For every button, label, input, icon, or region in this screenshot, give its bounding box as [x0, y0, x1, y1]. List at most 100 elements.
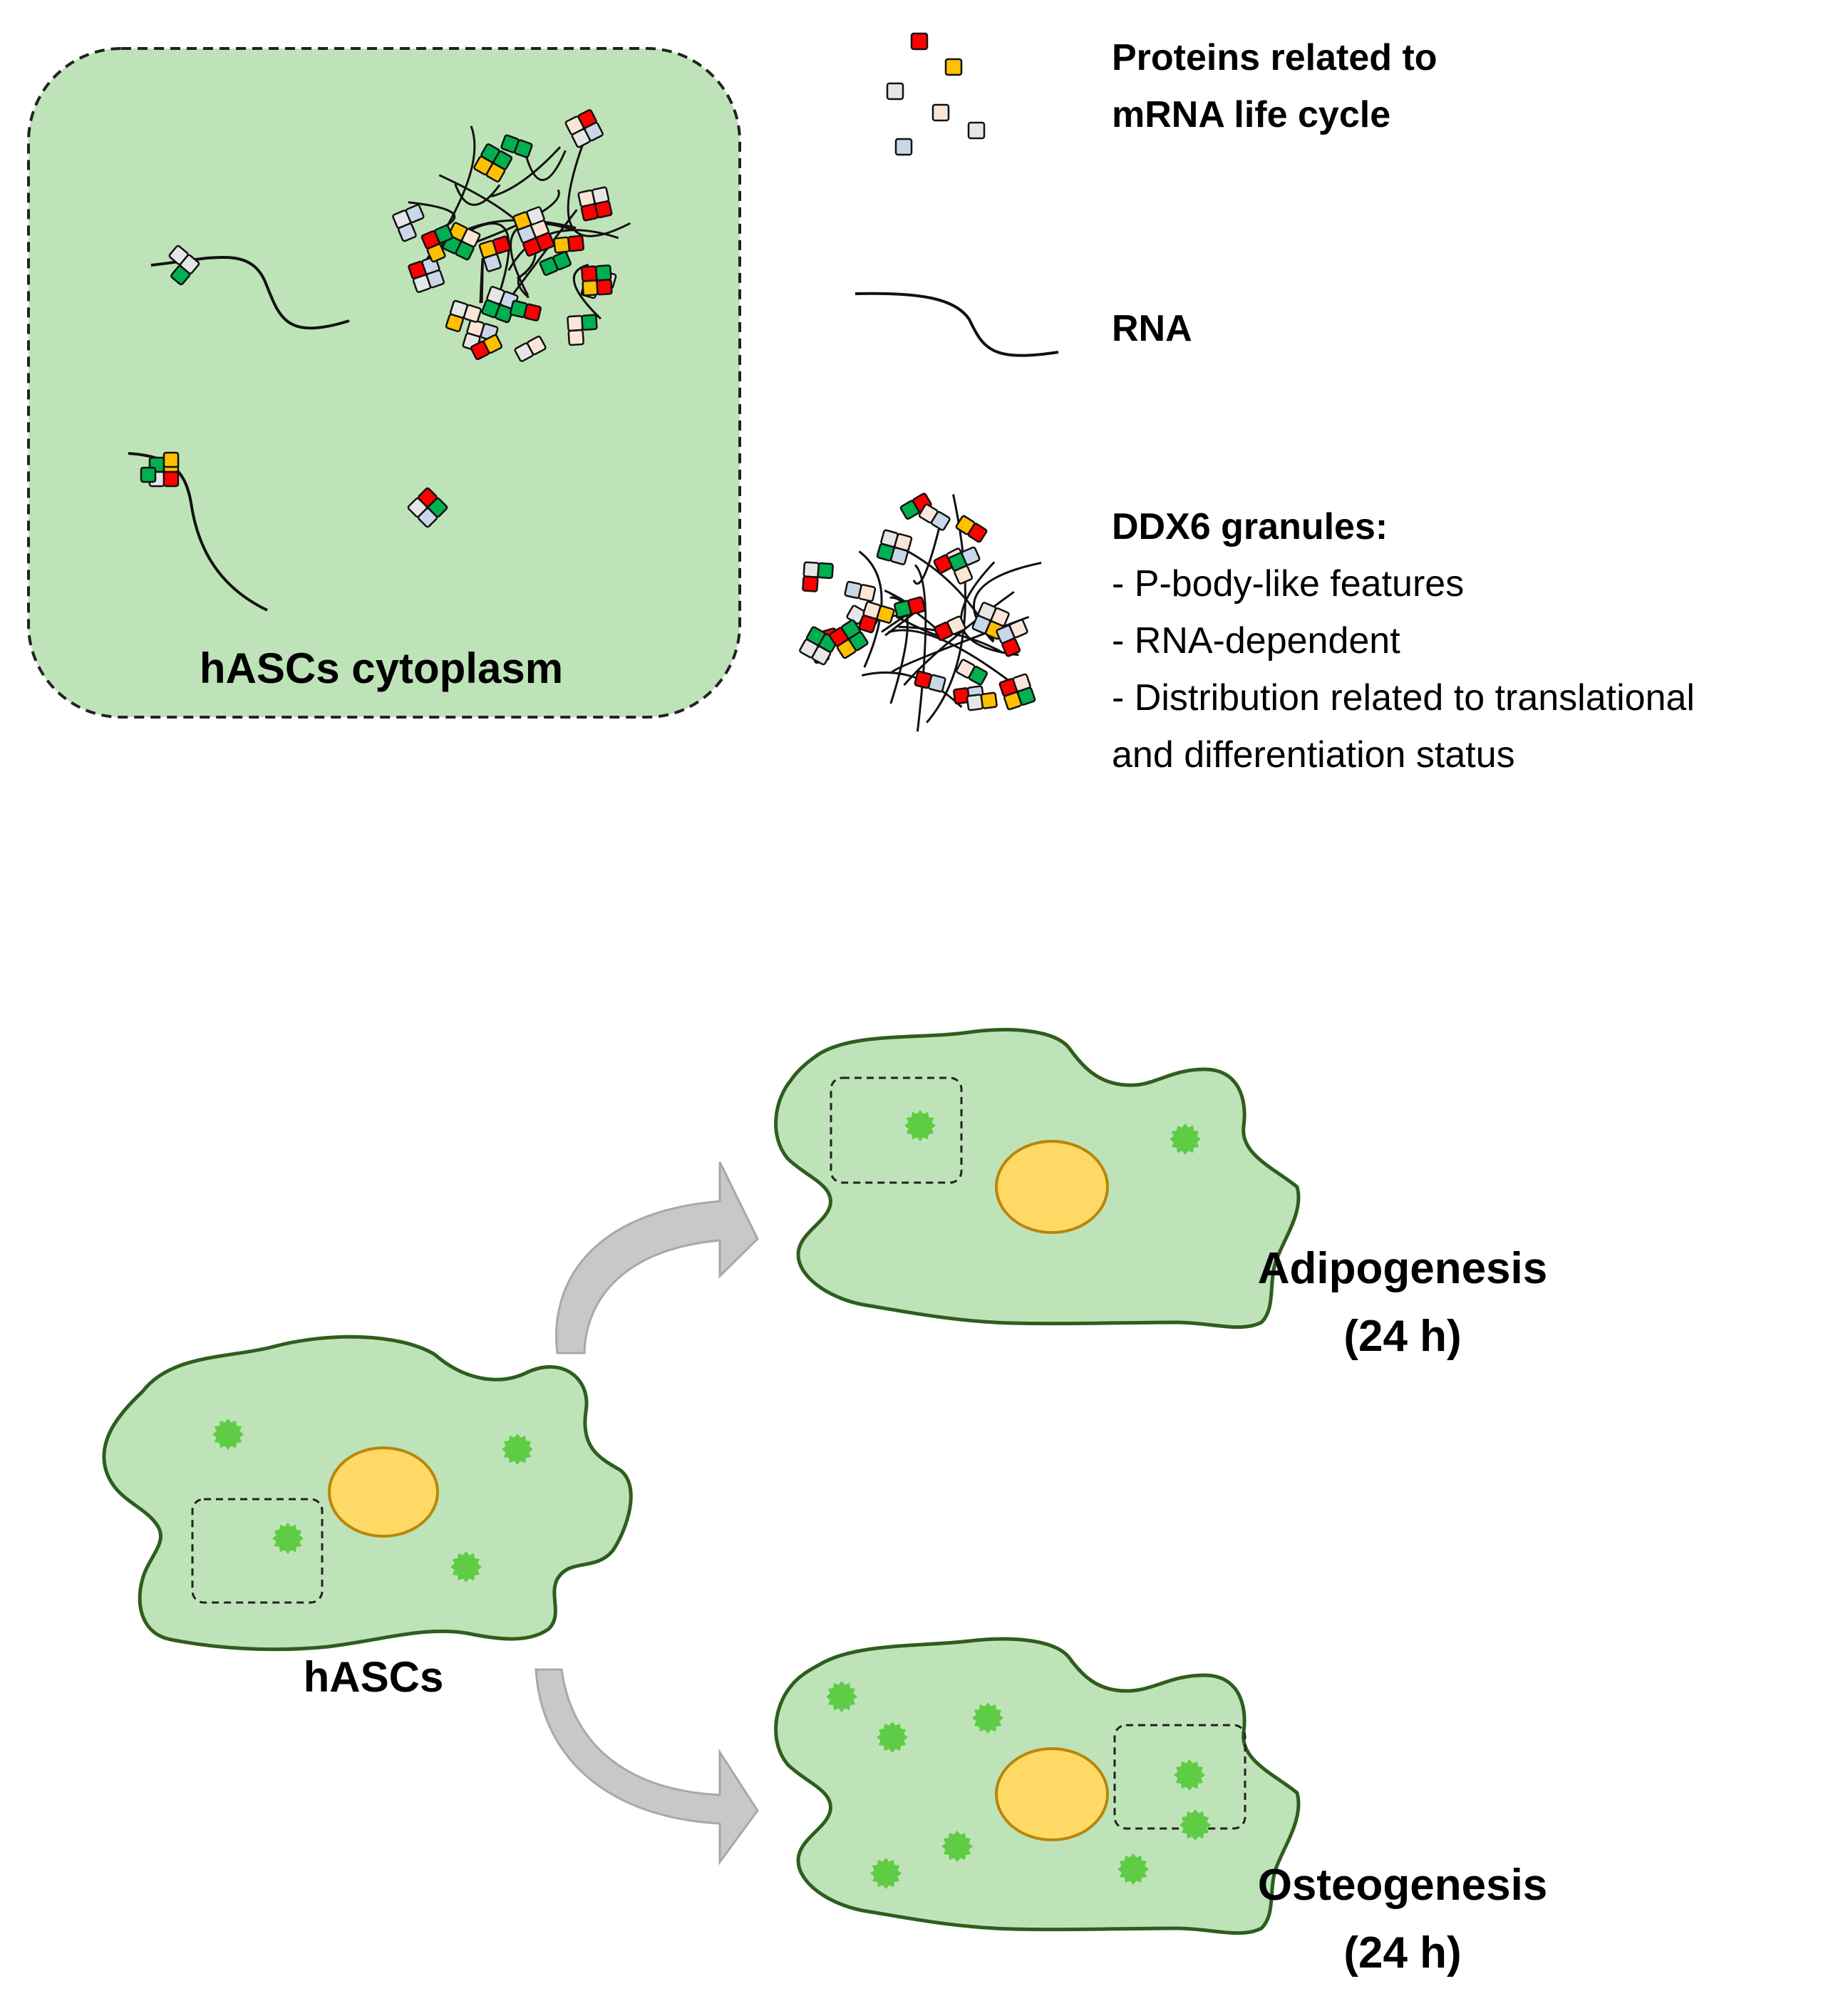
granules [904, 1110, 1201, 1155]
rna-strand [861, 671, 963, 709]
rna-strand [914, 564, 927, 732]
panel-label: hASCs cytoplasm [200, 644, 563, 692]
rna-strand-icon [855, 292, 1059, 357]
rna-strand [510, 222, 578, 297]
legend-proteins-label: Proteins related to [1112, 37, 1437, 78]
protein-square [1008, 619, 1028, 639]
rna-strand [881, 602, 926, 637]
nucleus-icon [328, 1446, 439, 1538]
protein-square [170, 264, 191, 286]
ddx6-granule-icon [392, 109, 631, 362]
rna-strand [490, 146, 562, 197]
protein-square [492, 235, 511, 254]
legend-granules-item: - P-body-like features [1112, 563, 1464, 605]
protein-square [946, 615, 966, 635]
protein-square [405, 204, 425, 224]
legend-granules-item: - Distribution related to translational [1112, 677, 1695, 719]
legend: Proteins related to mRNA life cycle RNA … [799, 32, 1695, 776]
protein-complexes [140, 245, 448, 528]
protein-square [890, 547, 909, 565]
protein-square [434, 225, 453, 244]
protein-square [858, 614, 877, 634]
granules [212, 1419, 533, 1583]
osteogenesis-time: (24 h) [1343, 1928, 1461, 1977]
granule-dot [1174, 1759, 1205, 1791]
protein-square [523, 303, 542, 322]
source-cell [102, 1334, 633, 1652]
rna-strand [912, 527, 941, 585]
protein-square [567, 314, 584, 332]
protein-square [802, 561, 820, 578]
protein-square [907, 596, 926, 615]
granule-dot [904, 1110, 936, 1141]
rna-strand [517, 272, 530, 299]
protein-square [425, 269, 445, 289]
protein-square [894, 138, 913, 156]
rna-strand [887, 629, 1028, 696]
protein-square [514, 139, 533, 158]
protein-square [967, 121, 986, 140]
protein-square [553, 236, 571, 254]
protein-square [594, 200, 613, 219]
granule-dot [877, 1722, 908, 1753]
protein-square [980, 691, 998, 709]
granule-dot [272, 1523, 304, 1554]
rna-strand [454, 183, 501, 206]
protein-square [1016, 686, 1036, 706]
curved-arrow-icon [535, 1668, 759, 1866]
rna-strand [150, 255, 350, 330]
protein-square [848, 631, 869, 652]
protein-square [857, 584, 877, 602]
granule-dot [826, 1681, 857, 1712]
protein-square [426, 243, 446, 263]
protein-square [954, 565, 974, 585]
protein-square [961, 546, 981, 566]
protein-square [931, 103, 950, 122]
legend-granules-title: DDX6 granules: [1112, 506, 1388, 547]
granule-dot [502, 1434, 533, 1465]
zoom-box [1113, 1724, 1246, 1830]
protein-square [417, 507, 438, 528]
cytoplasm-panel: hASCs cytoplasm [27, 47, 741, 719]
legend-granules-item: - RNA-dependent [1112, 620, 1400, 662]
cytoplasm-box [27, 47, 741, 719]
protein-square [944, 58, 963, 76]
granules [826, 1681, 1211, 1889]
protein-square [495, 304, 514, 324]
protein-square [582, 279, 599, 297]
protein-square [930, 510, 951, 531]
nucleus-icon [995, 1747, 1109, 1841]
rna-strand [889, 596, 909, 704]
protein-square [535, 232, 555, 252]
granule-dot [1170, 1123, 1201, 1155]
protein-square [968, 665, 988, 686]
legend-granules-item: and differentiation status [1112, 734, 1515, 776]
protein-square [910, 32, 929, 51]
protein-square [552, 251, 572, 271]
granule-dot [450, 1551, 482, 1583]
rna-strand [567, 132, 631, 237]
protein-square [463, 304, 482, 323]
adipogenesis-time: (24 h) [1343, 1312, 1461, 1361]
protein-square [927, 674, 946, 693]
protein-square [527, 335, 547, 356]
source-cell-label: hASCs [304, 1653, 444, 1701]
legend-rna-label: RNA [1112, 308, 1192, 349]
osteogenesis-cell [774, 1637, 1301, 1935]
legend-proteins-label: mRNA life cycle [1112, 94, 1390, 135]
protein-square [596, 279, 613, 296]
protein-square [811, 645, 832, 666]
protein-square [455, 241, 475, 261]
granule-dot [1117, 1853, 1149, 1885]
protein-square-icon [886, 32, 986, 156]
granule-dot [1179, 1809, 1211, 1841]
rna-strand [858, 550, 883, 668]
protein-square [584, 122, 604, 142]
protein-square [817, 562, 834, 580]
ddx6-granule-icon [799, 493, 1042, 732]
rna-strand [479, 257, 484, 304]
protein-square [526, 206, 545, 225]
rna-strand [408, 201, 456, 230]
granule-dot [212, 1419, 244, 1450]
